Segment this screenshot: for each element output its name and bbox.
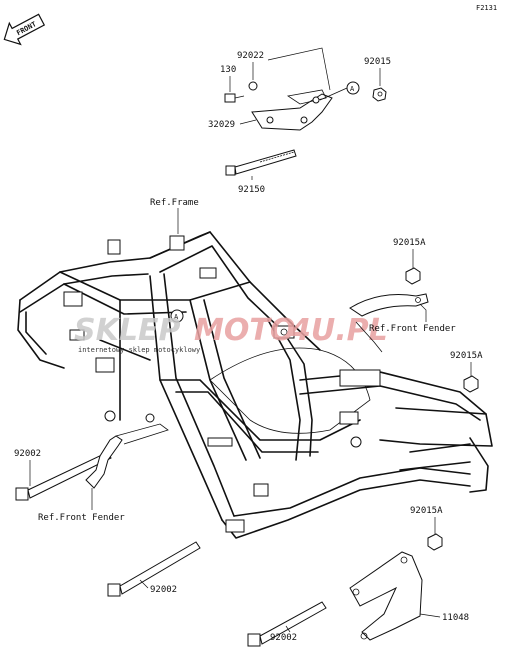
label-92002-2: 92002	[150, 585, 177, 595]
fender-bracket-right	[349, 267, 429, 353]
engine-bracket-11048	[349, 551, 423, 641]
atv-frame: A	[17, 231, 493, 539]
bolt-130-icon	[224, 93, 245, 103]
label-92022: 92022	[237, 51, 264, 61]
nut-92015A-upper-icon	[405, 267, 421, 285]
bolt-92150-icon	[225, 149, 297, 176]
callout-a-top-label: A	[350, 85, 355, 93]
callout-a-frame	[170, 309, 184, 323]
callout-a-frame-label: A	[174, 313, 179, 321]
label-92002-3: 92002	[270, 633, 297, 643]
label-92015A-3: 92015A	[410, 506, 443, 516]
label-11048: 11048	[442, 613, 469, 623]
watermark: SKLEP MOTO 4U.PL internetowy sklep motoc…	[74, 313, 388, 354]
fender-bracket-left	[85, 423, 169, 489]
label-92015A-2: 92015A	[450, 351, 483, 361]
label-32029: 32029	[208, 120, 235, 130]
label-130: 130	[220, 65, 236, 75]
label-ref-front-fender-1: Ref.Front Fender	[369, 324, 456, 334]
watermark-brand-left: SKLEP	[74, 313, 180, 348]
bolt-92002-left-icon	[15, 451, 112, 501]
bolt-92002-center-icon	[107, 541, 201, 597]
nut-92015A-lower-icon	[427, 533, 443, 551]
label-ref-front-fender-2: Ref.Front Fender	[38, 513, 125, 523]
bracket-assembly: A	[224, 81, 387, 176]
washer-92022-icon	[248, 81, 258, 91]
front-arrow-icon: FRONT	[3, 13, 46, 46]
label-92015: 92015	[364, 57, 391, 67]
label-ref-frame: Ref.Frame	[150, 198, 199, 208]
label-92150: 92150	[238, 185, 265, 195]
label-92002-1: 92002	[14, 449, 41, 459]
watermark-brand-right: MOTO	[194, 313, 295, 348]
nut-92015-icon	[372, 87, 387, 102]
nut-92015A-mid-icon	[463, 375, 479, 393]
bolt-92002-bottom-icon	[247, 601, 327, 647]
label-92015A-1: 92015A	[393, 238, 426, 248]
diagram-id: F2131	[476, 4, 497, 12]
watermark-tagline: internetowy sklep motocyklowy	[78, 346, 200, 354]
watermark-brand-suffix: 4U.PL	[289, 313, 388, 348]
